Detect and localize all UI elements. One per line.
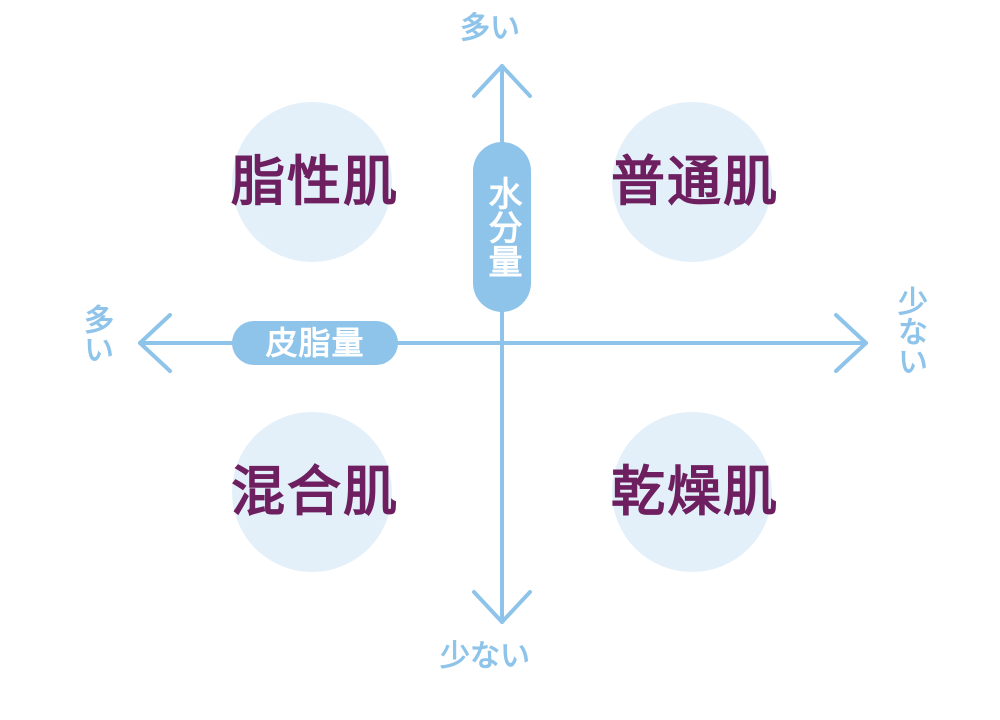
axis-top-end-label: 多い — [460, 11, 520, 46]
sebum-axis-label-text: 皮脂量 — [265, 324, 365, 362]
arrow-down-icon — [472, 590, 532, 624]
quadrant-label-oily-skin: 脂性肌 — [231, 150, 399, 213]
quadrant-label-normal-skin: 普通肌 — [611, 150, 779, 213]
quadrant-circle-bottom-right — [612, 412, 772, 572]
sebum-axis-label: 皮脂量 — [232, 321, 398, 365]
arrow-right-icon — [834, 313, 868, 373]
arrow-up-icon — [472, 64, 532, 98]
quadrant-circle-bottom-left — [232, 412, 392, 572]
quadrant-circle-top-right — [612, 102, 772, 262]
quadrant-label-combination-skin: 混合肌 — [231, 460, 399, 523]
quadrant-circle-top-left — [232, 102, 392, 262]
moisture-axis-label: 水分量 — [473, 142, 531, 312]
axis-right-end-label: 少ない — [892, 286, 927, 376]
axis-bottom-end-label: 少ない — [440, 639, 530, 674]
quadrant-label-dry-skin: 乾燥肌 — [611, 460, 779, 523]
arrow-left-icon — [138, 313, 172, 373]
moisture-axis-label-text: 水分量 — [482, 176, 522, 278]
axis-left-end-label: 多い — [78, 304, 113, 364]
